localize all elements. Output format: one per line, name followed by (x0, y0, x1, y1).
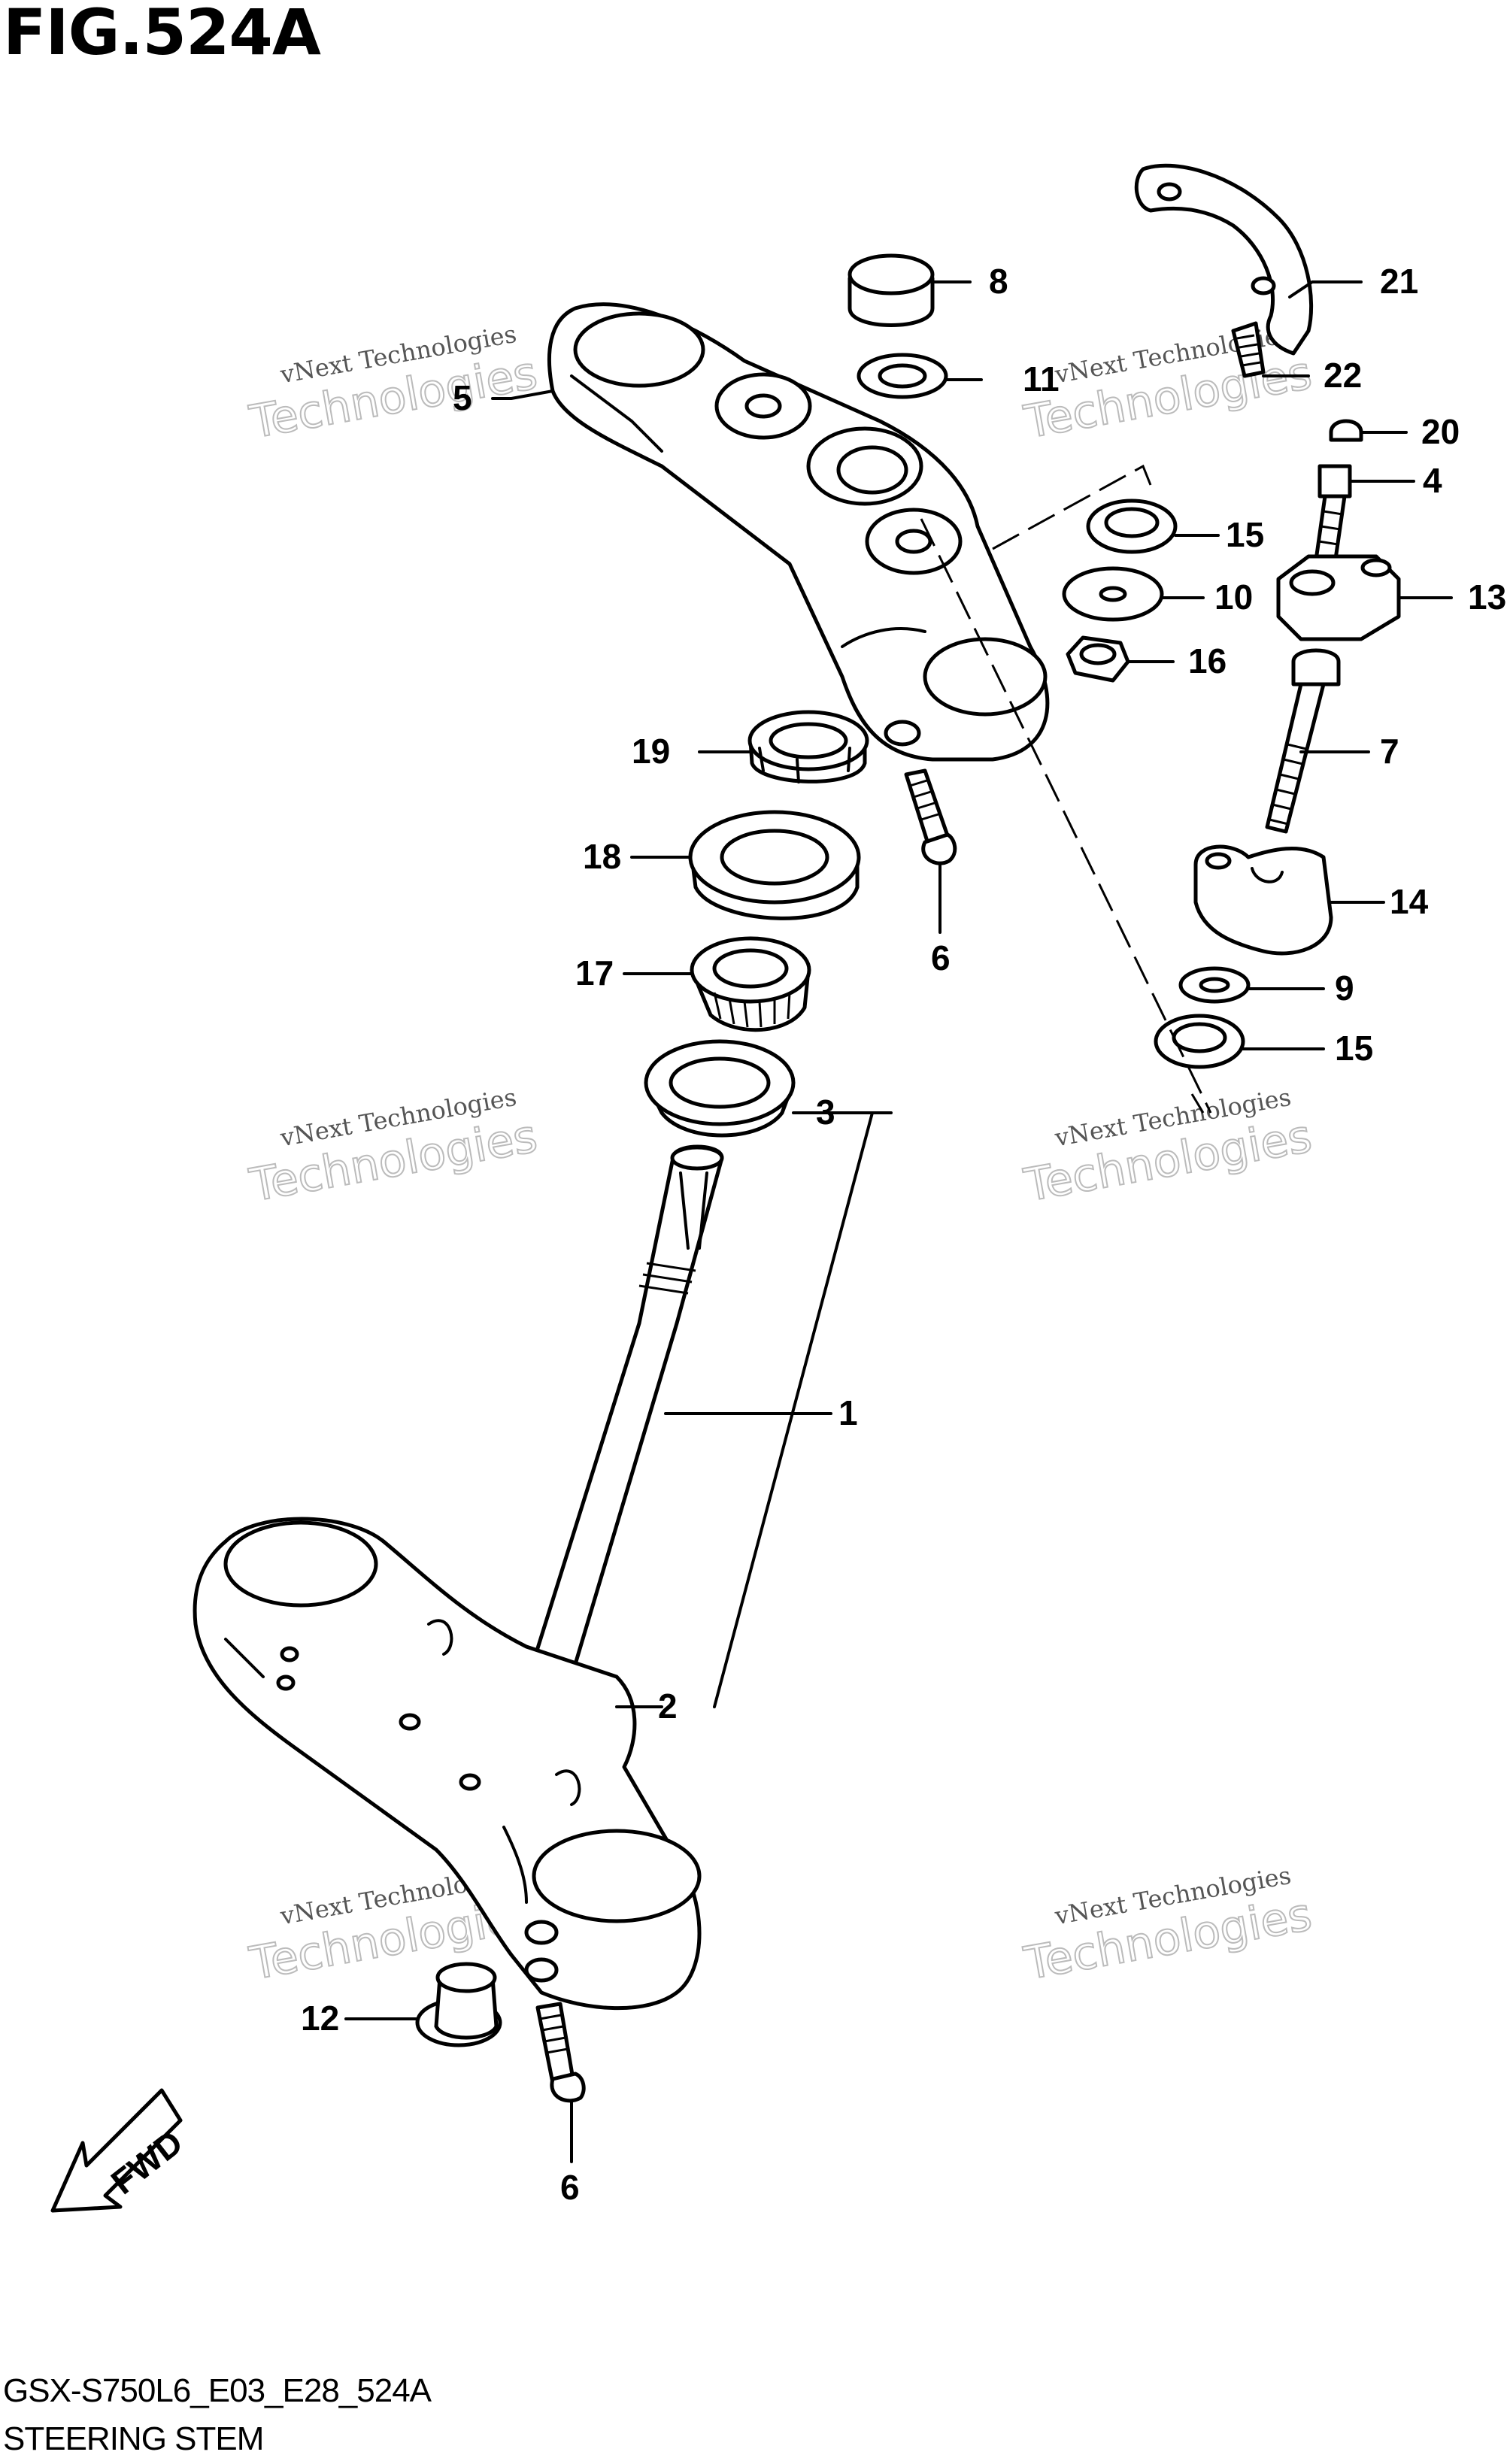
callout-17: 17 (575, 953, 614, 993)
callout-11: 11 (1023, 359, 1060, 399)
part-upper-bracket (547, 302, 1050, 762)
part-bearing (690, 936, 811, 1032)
part-washer-9 (1178, 966, 1251, 1004)
footer-code: GSX-S750L6_E03_E28_524A (3, 2372, 432, 2409)
callout-19: 19 (632, 732, 670, 771)
part-ring-nut (747, 710, 869, 783)
part-plug (415, 1962, 502, 2047)
part-bolt-6-upper (904, 768, 957, 865)
leader-lines (344, 280, 1453, 2163)
callout-7: 7 (1380, 732, 1399, 771)
part-bolt-6-lower (535, 2002, 586, 2103)
callout-6-upper: 6 (931, 938, 951, 977)
part-nut-16 (1066, 635, 1130, 683)
callout-15-lower: 15 (1335, 1029, 1373, 1068)
callout-9: 9 (1335, 968, 1354, 1008)
callout-2: 2 (658, 1687, 678, 1726)
part-holder-lower (1193, 844, 1333, 956)
callout-labels: 8 21 5 11 22 20 4 15 10 13 16 7 19 18 14… (301, 262, 1506, 2207)
callout-4: 4 (1423, 461, 1442, 500)
callout-13: 13 (1468, 577, 1506, 617)
callout-8: 8 (989, 262, 1008, 301)
callout-1: 1 (838, 1393, 858, 1432)
callout-14: 14 (1390, 882, 1429, 921)
part-screw-22 (1231, 321, 1266, 378)
callout-21: 21 (1380, 262, 1418, 301)
callout-10: 10 (1214, 577, 1253, 617)
callout-22: 22 (1324, 356, 1362, 395)
callout-12: 12 (301, 1999, 339, 2038)
footer-caption: STEERING STEM (3, 2420, 264, 2457)
callout-5: 5 (453, 378, 472, 417)
part-cap-20 (1329, 419, 1363, 442)
part-washer-11 (857, 353, 948, 399)
part-bushing-15-upper (1086, 499, 1178, 554)
part-lower-bracket (193, 1517, 702, 2011)
part-race (644, 1039, 796, 1138)
callout-3: 3 (816, 1093, 835, 1132)
part-cap (847, 253, 935, 327)
callout-20: 20 (1421, 412, 1460, 451)
callout-15-upper: 15 (1226, 515, 1264, 554)
fwd-arrow: FWD (50, 2088, 190, 2213)
part-bushing-15-lower (1154, 1014, 1245, 1069)
part-long-bolt-7 (1265, 648, 1341, 834)
callout-18: 18 (583, 837, 621, 876)
part-dust-seal (688, 810, 861, 920)
part-washer-10 (1062, 566, 1164, 622)
part-holder-upper (1276, 554, 1401, 641)
callout-16: 16 (1188, 641, 1227, 680)
part-steering-stem (524, 1144, 724, 1687)
figure-title: FIG.524A (3, 0, 321, 69)
callout-6-lower: 6 (560, 2168, 580, 2207)
part-bracket-clamp (1134, 163, 1314, 356)
